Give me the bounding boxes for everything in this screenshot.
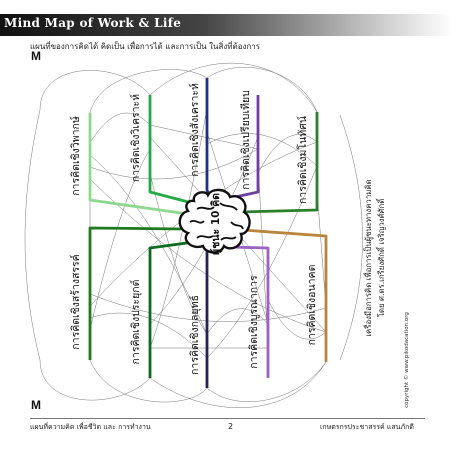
connector-curve [149, 361, 327, 408]
page-subtitle: แผนที่ของการคิดได้ คิดเป็น เพื่อการได้ แ… [30, 42, 261, 51]
connector-curve [339, 114, 363, 361]
branch-label: การคิดเชิงกลยุทธ์ [188, 295, 201, 375]
connector-curve [206, 165, 318, 359]
footer-divider [30, 418, 425, 419]
side-note-line2: โดย ศ.ดร.เกรียงศักดิ์ เจริญวงศ์ศักดิ์ [375, 197, 386, 317]
connector-curve [267, 299, 327, 340]
central-brain-icon [178, 188, 251, 254]
branch-line [242, 228, 328, 362]
marker-bottom: M [31, 398, 41, 412]
branch-line [239, 112, 319, 214]
branch-line [88, 113, 189, 216]
connector-curve [89, 154, 208, 335]
connector-curve [149, 107, 208, 349]
connector-curve [24, 109, 41, 361]
connector-curve [206, 66, 318, 113]
branch-label: การคิดเชิงเปรียบเทียบ [239, 90, 252, 190]
connector-curve [89, 112, 151, 144]
branch-line [148, 240, 195, 378]
branch-line [205, 248, 211, 388]
page-title: Mind Map of Work & Life [4, 16, 182, 30]
connector-curve [89, 312, 208, 359]
branch-label: การคิดเชิงมโนทัศน์ [296, 116, 309, 204]
brain-folds [189, 202, 244, 241]
branch-line [227, 245, 270, 378]
footer-right-text: เกษตรกรประชาสรรค์ แสนภักดี [320, 423, 414, 431]
branch-label: การคิดเชิงวิเคราะห์ [129, 94, 142, 182]
connector-curve [149, 124, 259, 150]
marker-top: M [31, 49, 41, 63]
branch-label: การคิดเชิงอนาคต [306, 264, 318, 345]
branch-label: การคิดเชิงบูรณาการ [248, 275, 260, 369]
connector-curve [206, 308, 269, 335]
branch-label: การคิดเชิงสังเคราะห์ [188, 83, 201, 177]
connector-curve [89, 148, 259, 180]
page-number: 2 [228, 422, 234, 431]
connector-curve [149, 136, 259, 325]
branch-label: การคิดเชิงสร้างสรรค์ [69, 254, 82, 349]
side-note-line1: เครื่องมือการคิด เพื่อการเป็นผู้ชนะทางคว… [363, 179, 374, 336]
connector-curve [257, 134, 318, 174]
footer-left-text: แผนที่ความคิด เพื่อชีวิต และ การทำงาน [30, 423, 151, 431]
copyright-note: copyright © www.pikodacation.org [403, 312, 410, 408]
branch-line [148, 95, 197, 206]
header-bar: Mind Map of Work & Life [0, 14, 452, 36]
branch-labels: การคิดเชิงวิพากษ์การคิดเชิงวิเคราะห์การค… [69, 83, 318, 375]
connector-curve [89, 148, 151, 331]
connector-curve [206, 133, 318, 167]
connector-curve [149, 172, 208, 335]
branch-label: การคิดเชิงประยุกต์ [129, 279, 142, 364]
central-label: ผู้ชนะ 10 คิด [209, 193, 223, 255]
branch-line [88, 226, 186, 360]
branch-label: การคิดเชิงวิพากษ์ [69, 116, 82, 196]
connector-curve [39, 359, 151, 401]
connector-curve [206, 361, 327, 402]
connector-curve [149, 62, 318, 113]
